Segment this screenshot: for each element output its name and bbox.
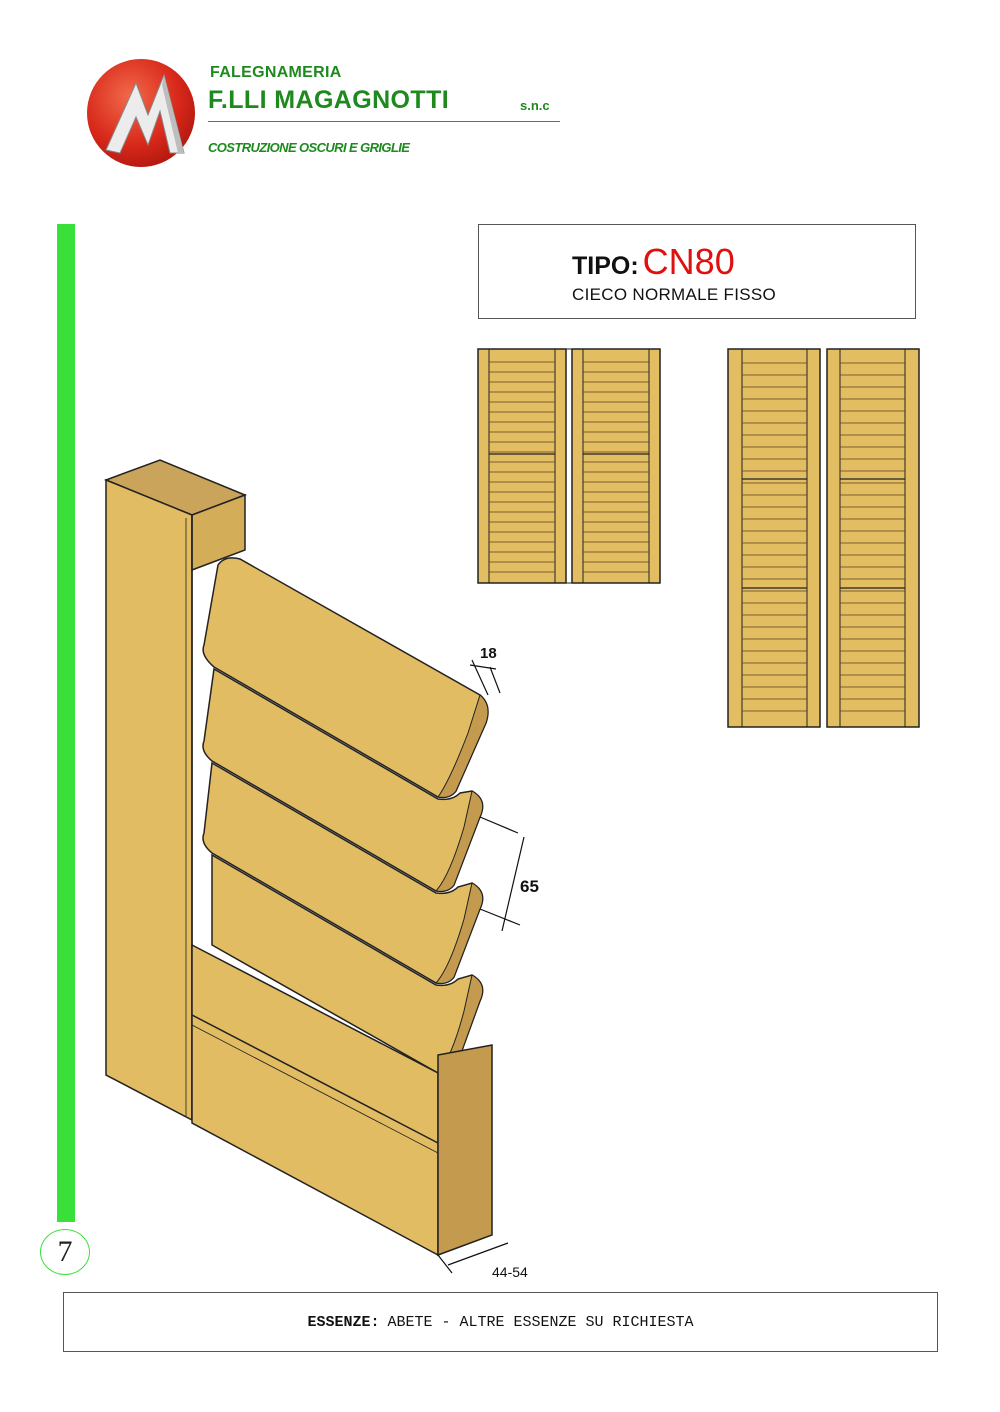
wood-species-text: ABETE - ALTRE ESSENZE SU RICHIESTA [387, 1313, 694, 1331]
vertical-stile [103, 459, 248, 1122]
product-type-heading: TIPO:CN80 [572, 241, 735, 283]
slat-thickness-dimension: 18 [480, 645, 497, 662]
company-legal-suffix: s.n.c [520, 98, 550, 113]
type-description: CIECO NORMALE FISSO [572, 285, 777, 304]
red-sphere-m-logo-icon [87, 59, 195, 167]
side-accent-bar [57, 224, 75, 1222]
wood-species-box: ESSENZE: ABETE - ALTRE ESSENZE SU RICHIE… [63, 1292, 938, 1352]
product-type-box [478, 224, 916, 319]
dimension-lines [437, 659, 525, 1274]
slat-pitch-dimension: 65 [520, 877, 539, 896]
company-type-label: FALEGNAMERIA [210, 64, 342, 81]
bottom-rail [191, 943, 493, 1257]
shutter-small-illustration [477, 348, 661, 584]
type-code: CN80 [642, 241, 735, 282]
wood-species-label: ESSENZE: [307, 1313, 380, 1331]
page-number-badge: 7 [40, 1229, 90, 1275]
company-tagline: COSTRUZIONE OSCURI E GRIGLIE [208, 140, 410, 155]
slat-end-grain [435, 694, 489, 1074]
shutter-large-illustration [727, 348, 920, 728]
header-divider [208, 121, 560, 122]
company-name: F.LLI MAGAGNOTTI [208, 86, 450, 114]
type-label: TIPO: [572, 252, 639, 280]
section-detail-drawing: 18 65 44-54 [103, 459, 539, 1280]
frame-thickness-dimension: 44-54 [492, 1264, 528, 1280]
